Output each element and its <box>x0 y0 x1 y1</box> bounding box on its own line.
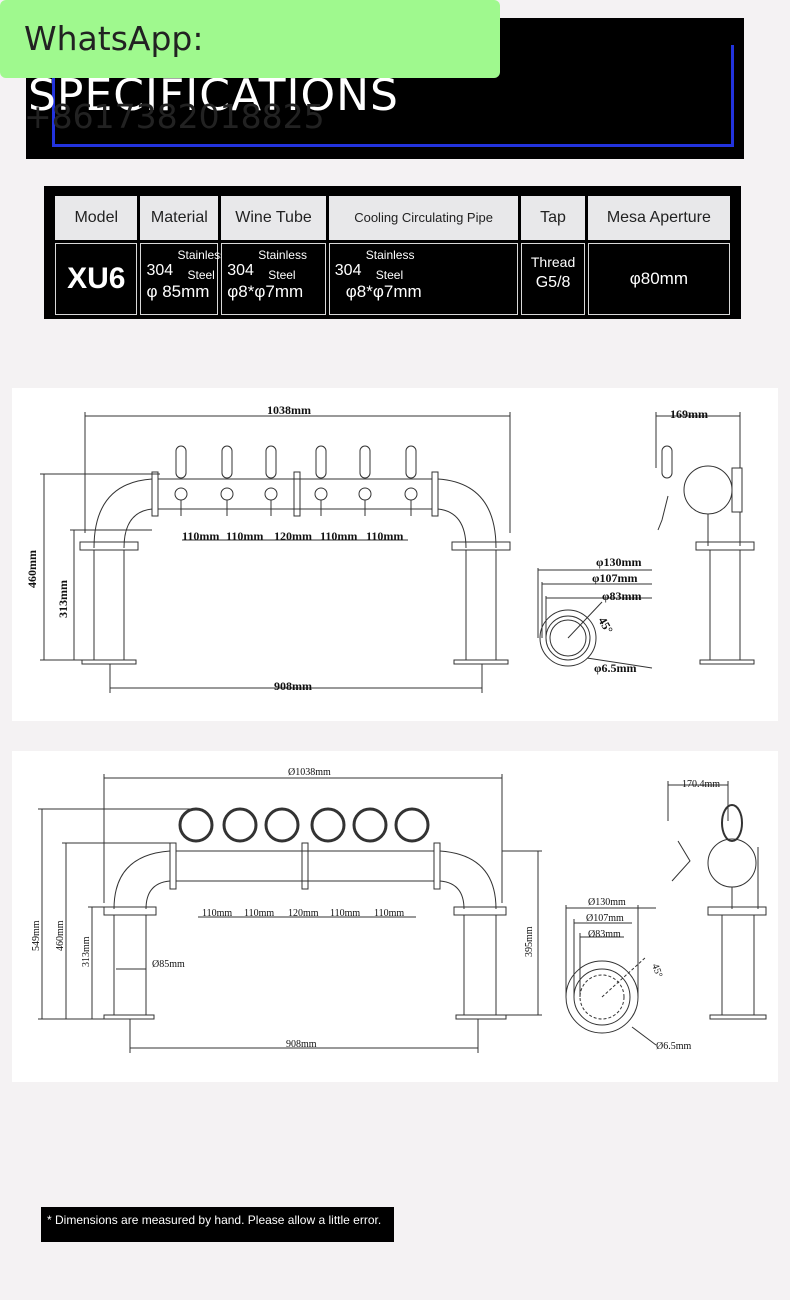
d2-height-post-label: 313mm <box>81 936 92 967</box>
d2-post-dia-label: Ø85mm <box>152 959 185 970</box>
d2-spacing-1: 110mm <box>202 908 232 919</box>
wine-tube-value: 304 Stainless Steel φ8*φ7mm <box>221 243 326 315</box>
d2-side-width-label: 170.4mm <box>682 779 720 790</box>
spec-table: Model Material Wine Tube Cooling Circula… <box>44 186 741 319</box>
wine-tube-num: 304 <box>227 262 254 279</box>
header-mesa-aperture: Mesa Aperture <box>587 196 730 240</box>
drawing-2-svg: Ø1038mm 170.4mm 549mm 460mm 313mm 395mm … <box>31 767 767 1053</box>
cooling-s2: Steel <box>375 268 404 282</box>
whatsapp-watermark: WhatsApp: +8617382018825 <box>0 0 500 136</box>
drawing-1-svg: 1038mm 169mm 460mm 313mm 908mm 110mm 110… <box>25 403 755 693</box>
d2-height-total-label: 549mm <box>31 920 42 951</box>
wine-tube-s2: Steel <box>268 268 296 282</box>
d2-hole-label: Ø6.5mm <box>656 1041 692 1052</box>
tap-value: Thread G5/8 <box>521 243 585 315</box>
cooling-s1: Stainless <box>365 248 415 262</box>
material-dim: φ 85mm <box>146 282 210 301</box>
d1-spacing-5: 110mm <box>366 529 403 543</box>
d1-flange-83: φ83mm <box>602 589 641 603</box>
header-cooling-pipe: Cooling Circulating Pipe <box>328 196 519 240</box>
technical-drawing-2: Ø1038mm 170.4mm 549mm 460mm 313mm 395mm … <box>12 751 778 1082</box>
d2-height-right-label: 395mm <box>524 926 535 957</box>
d2-height-mid-label: 460mm <box>55 920 66 951</box>
banner-title: SPECIFICATIONS <box>28 70 399 121</box>
material-s2: Steel <box>187 268 215 282</box>
d1-spacing-3: 120mm <box>274 529 312 543</box>
d2-flange-107: Ø107mm <box>586 913 624 924</box>
d2-base-span-label: 908mm <box>286 1039 317 1050</box>
material-value: 304 Stainless Steel φ 85mm <box>140 243 226 315</box>
aperture-value: φ80mm <box>587 243 730 315</box>
d1-spacing-2: 110mm <box>226 529 263 543</box>
d1-flange-107: φ107mm <box>592 571 637 585</box>
tap-thread: Thread <box>530 254 576 270</box>
d2-spacing-3: 120mm <box>288 908 319 919</box>
tap-size: G5/8 <box>535 274 571 291</box>
material-s1: Stainless <box>177 248 227 262</box>
d2-width-label: Ø1038mm <box>288 767 331 778</box>
d2-angle-label: 45° <box>649 962 664 979</box>
header-wine-tube: Wine Tube <box>221 196 326 240</box>
model-value: XU6 <box>55 243 138 315</box>
d2-flange-130: Ø130mm <box>588 897 626 908</box>
wine-tube-dim: φ8*φ7mm <box>227 282 304 301</box>
d1-height-total-label: 460mm <box>25 550 39 588</box>
cooling-value: 304 Stainless Steel φ8*φ7mm <box>328 243 519 315</box>
technical-drawing-1: 1038mm 169mm 460mm 313mm 908mm 110mm 110… <box>12 388 778 721</box>
d2-flange-83: Ø83mm <box>588 929 621 940</box>
d1-spacing-1: 110mm <box>182 529 219 543</box>
d1-width-label: 1038mm <box>267 403 311 417</box>
header-tap: Tap <box>521 196 585 240</box>
material-num: 304 <box>146 262 174 279</box>
banner-frame <box>52 45 734 147</box>
d1-hole-label: φ6.5mm <box>594 661 636 675</box>
header-model: Model <box>55 196 138 240</box>
d1-height-post-label: 313mm <box>56 580 70 618</box>
d2-spacing-5: 110mm <box>374 908 404 919</box>
d1-spacing-4: 110mm <box>320 529 357 543</box>
d2-spacing-4: 110mm <box>330 908 360 919</box>
disclaimer-note: * Dimensions are measured by hand. Pleas… <box>41 1207 394 1242</box>
wine-tube-s1: Stainless <box>258 248 307 262</box>
cooling-dim: φ8*φ7mm <box>345 282 422 301</box>
d2-spacing-2: 110mm <box>244 908 274 919</box>
d1-base-span-label: 908mm <box>274 679 312 693</box>
d1-side-width-label: 169mm <box>670 407 708 421</box>
d1-angle-label: 45° <box>595 615 616 637</box>
cooling-num: 304 <box>334 262 362 279</box>
header-material: Material <box>140 196 219 240</box>
d1-flange-130: φ130mm <box>596 555 641 569</box>
